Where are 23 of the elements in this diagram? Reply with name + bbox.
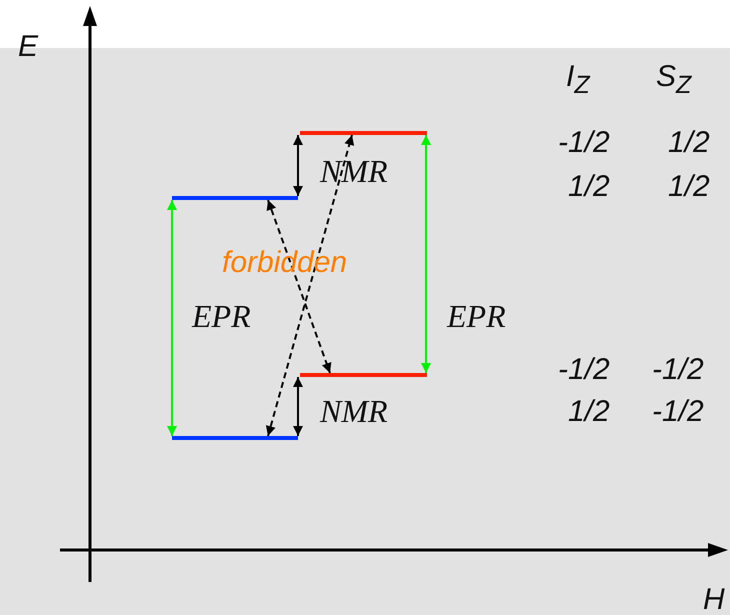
- quantum-number: 1/2: [668, 172, 710, 202]
- transition-note: forbidden: [222, 248, 348, 278]
- dashed-arrow: [266, 134, 354, 436]
- quantum-number: 1/2: [568, 397, 610, 427]
- double-arrow: [293, 377, 303, 436]
- quantum-number: -1/2: [652, 397, 704, 427]
- quantum-number: -1/2: [652, 355, 704, 385]
- double-arrow: [293, 135, 303, 196]
- axis-label: E: [18, 32, 38, 62]
- edge-label: NMR: [320, 395, 388, 427]
- edge-label: EPR: [192, 300, 251, 332]
- quantum-number: 1/2: [668, 128, 710, 158]
- quantum-number: -1/2: [558, 355, 610, 385]
- double-arrow: [167, 200, 177, 436]
- edge-label: EPR: [447, 300, 506, 332]
- double-arrow: [421, 135, 431, 373]
- quantum-number: 1/2: [568, 172, 610, 202]
- column-header: S$_{Z}$: [656, 62, 692, 98]
- quantum-number: -1/2: [558, 128, 610, 158]
- edge-label: NMR: [320, 155, 388, 187]
- dashed-arrow: [266, 200, 332, 374]
- column-header: I$_{Z}$: [566, 62, 590, 98]
- axis-label: H: [703, 585, 725, 615]
